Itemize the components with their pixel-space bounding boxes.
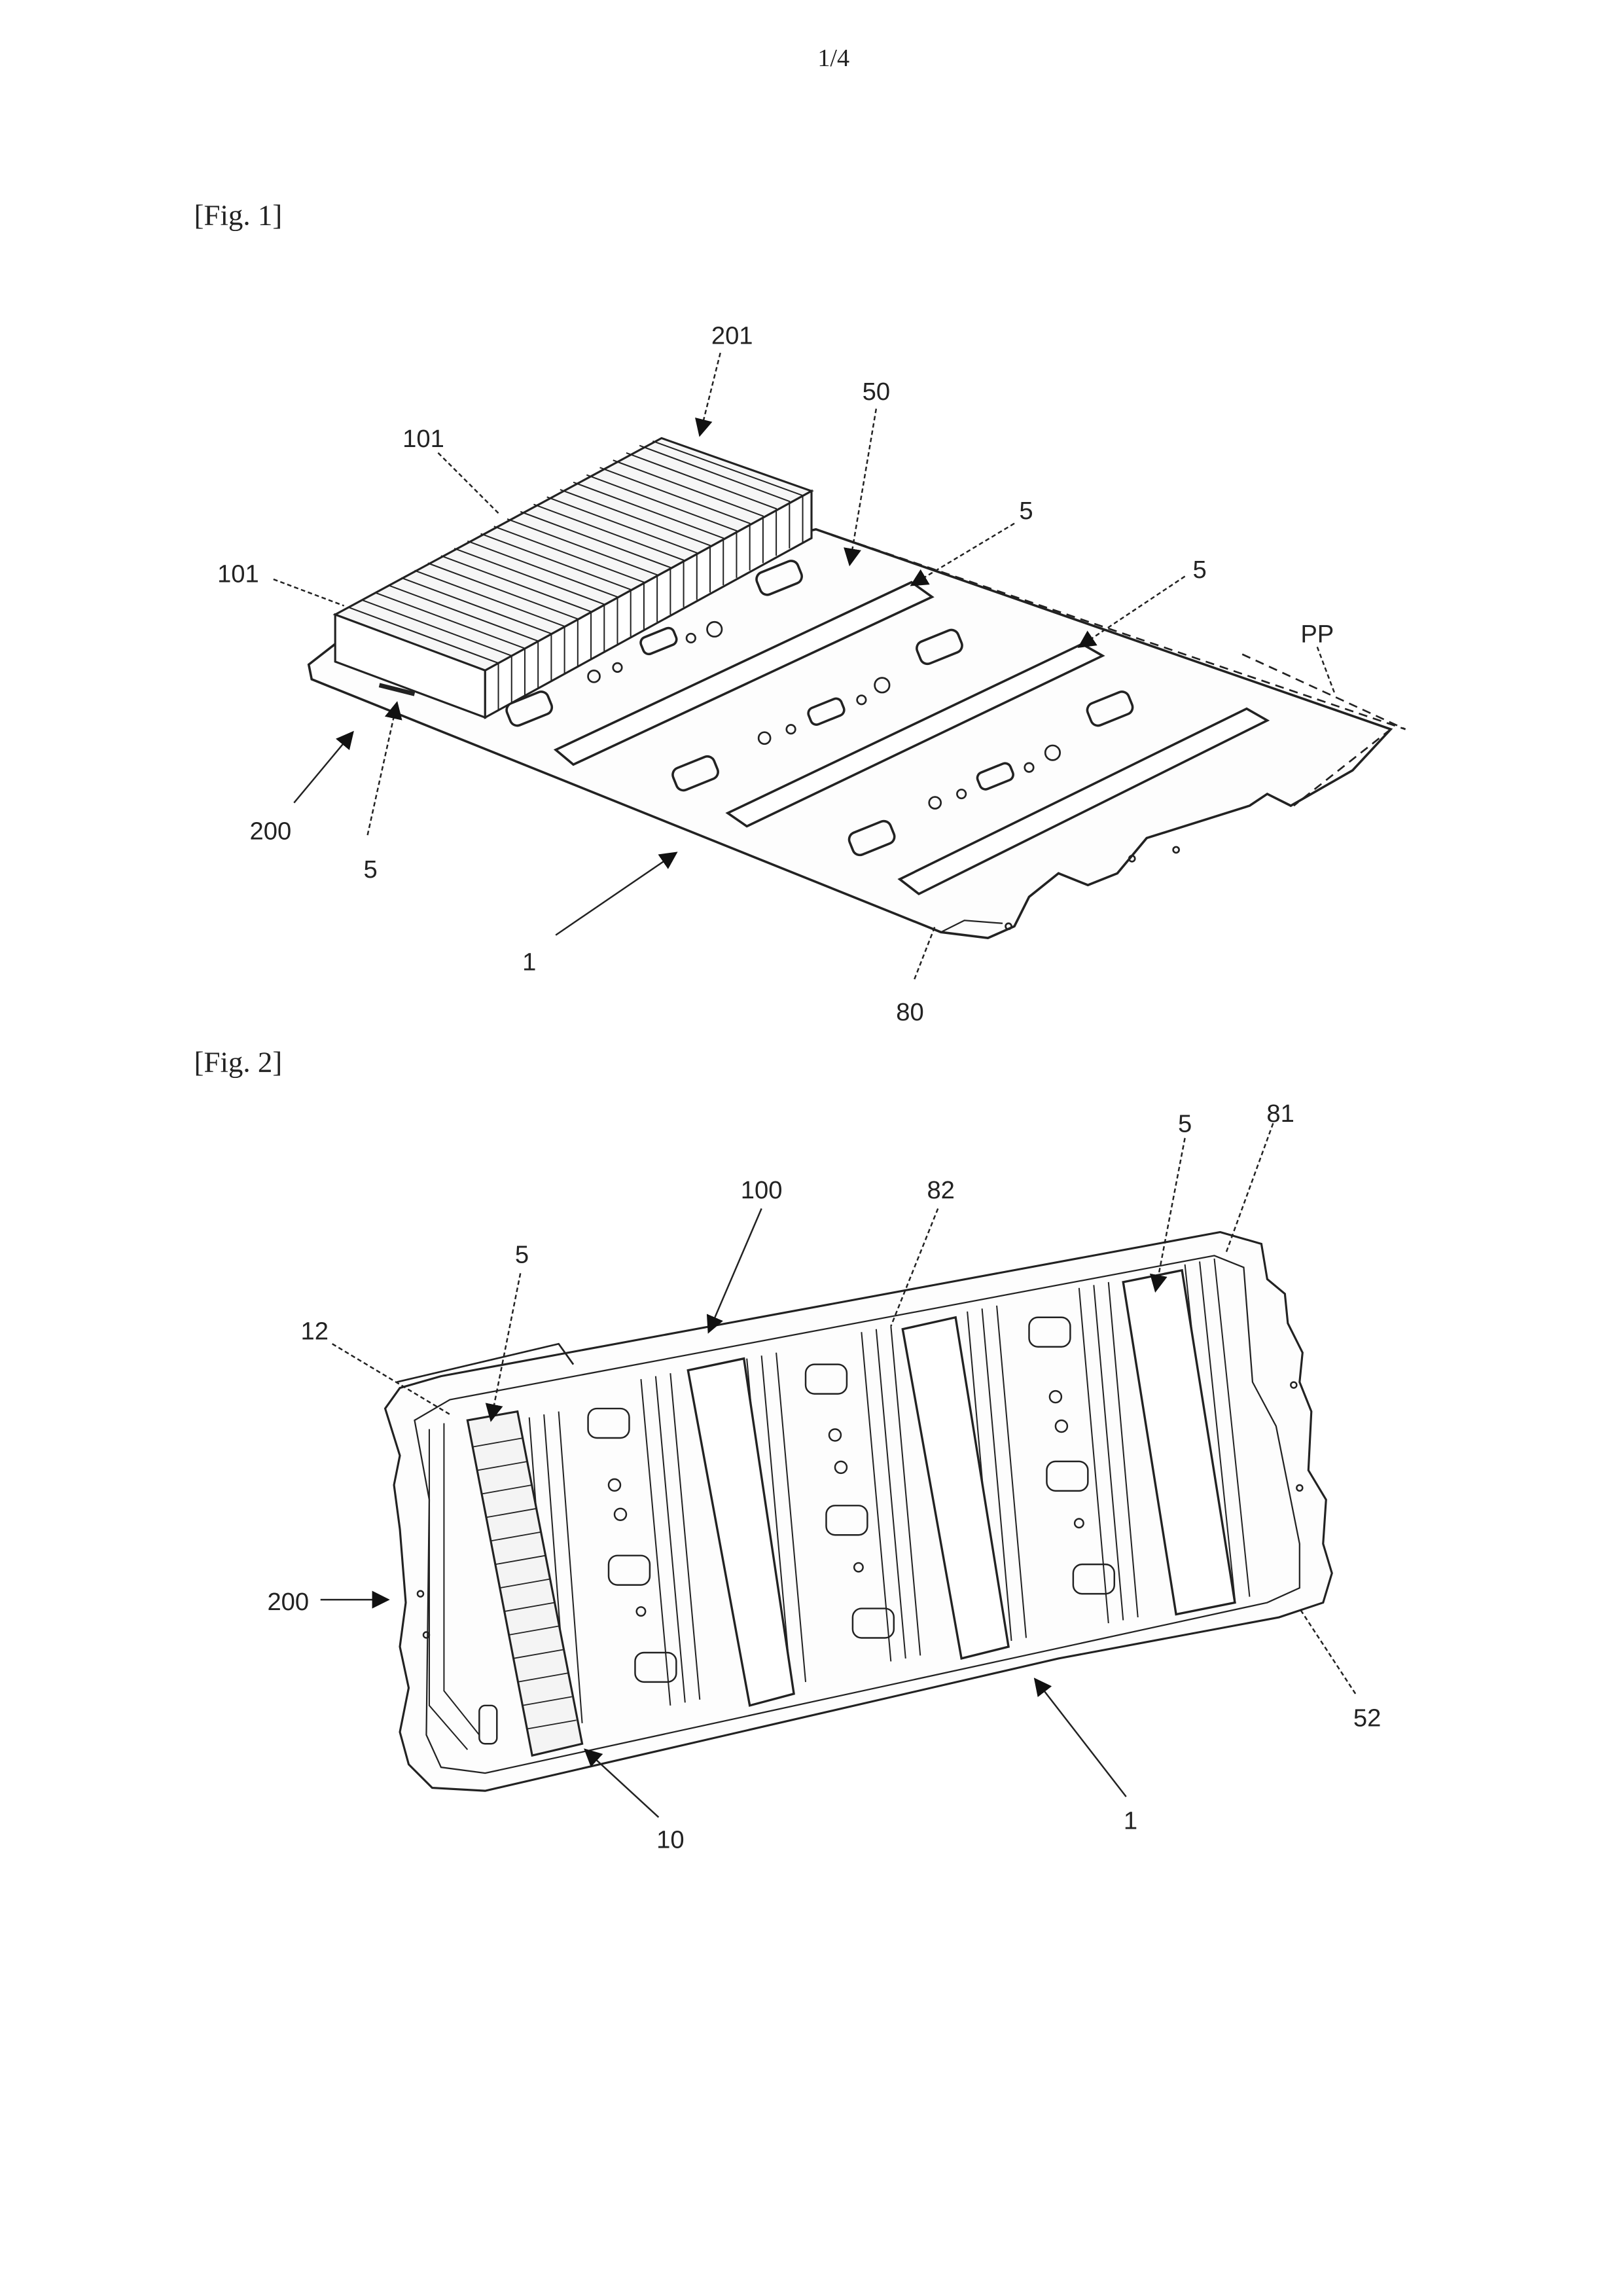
page-number: 1/4 bbox=[817, 45, 849, 72]
fig1-drawing bbox=[309, 438, 1406, 938]
fig2-ref-52: 52 bbox=[1353, 1704, 1381, 1732]
fig1-leader-1 bbox=[556, 853, 676, 935]
fig1-ref-80: 80 bbox=[896, 998, 923, 1026]
fig1-leader-101-top bbox=[438, 453, 499, 514]
fig1-ref-101-top: 101 bbox=[402, 425, 444, 453]
fig2-drawing bbox=[385, 1232, 1332, 1791]
fig2-leader-81 bbox=[1226, 1123, 1273, 1253]
fig1-leader-5c bbox=[368, 703, 397, 835]
fig1-leader-200 bbox=[294, 732, 353, 803]
fig1-leader-pp bbox=[1317, 647, 1335, 694]
fig1-ref-pp: PP bbox=[1300, 620, 1334, 649]
fig2-leader-52 bbox=[1300, 1609, 1355, 1694]
fig2-ref-10: 10 bbox=[656, 1826, 684, 1854]
fig1-ref-200: 200 bbox=[249, 817, 291, 846]
fig1-ref-101-left: 101 bbox=[217, 560, 259, 588]
fig2-ref-12: 12 bbox=[300, 1317, 328, 1345]
fig2-ref-1: 1 bbox=[1124, 1807, 1137, 1835]
fig2-leader-1 bbox=[1035, 1679, 1126, 1797]
fig2-caption: [Fig. 2] bbox=[194, 1046, 283, 1079]
fig1-ref-5-a: 5 bbox=[1019, 497, 1033, 525]
fig2-ref-5-a: 5 bbox=[1178, 1110, 1192, 1138]
fig1-leader-101-left bbox=[274, 579, 344, 605]
fig2-leader-100 bbox=[709, 1209, 762, 1333]
fig1-leader-201 bbox=[700, 353, 720, 435]
fig2-ref-5-b: 5 bbox=[515, 1241, 529, 1269]
fig2-ref-81: 81 bbox=[1266, 1100, 1294, 1128]
fig2-ref-100: 100 bbox=[741, 1176, 783, 1204]
fig1-leader-50 bbox=[849, 408, 876, 564]
fig1-ref-1: 1 bbox=[522, 948, 536, 977]
fig1-leader-80 bbox=[914, 926, 935, 979]
fig1-ref-5-c: 5 bbox=[363, 855, 377, 884]
fig1-ref-5-b: 5 bbox=[1192, 556, 1206, 584]
fig2-ref-82: 82 bbox=[927, 1176, 954, 1204]
fig1-ref-50: 50 bbox=[863, 378, 890, 406]
fig1-ref-201: 201 bbox=[711, 322, 753, 350]
fig1-caption: [Fig. 1] bbox=[194, 199, 283, 232]
fig2-ref-200: 200 bbox=[267, 1588, 309, 1616]
